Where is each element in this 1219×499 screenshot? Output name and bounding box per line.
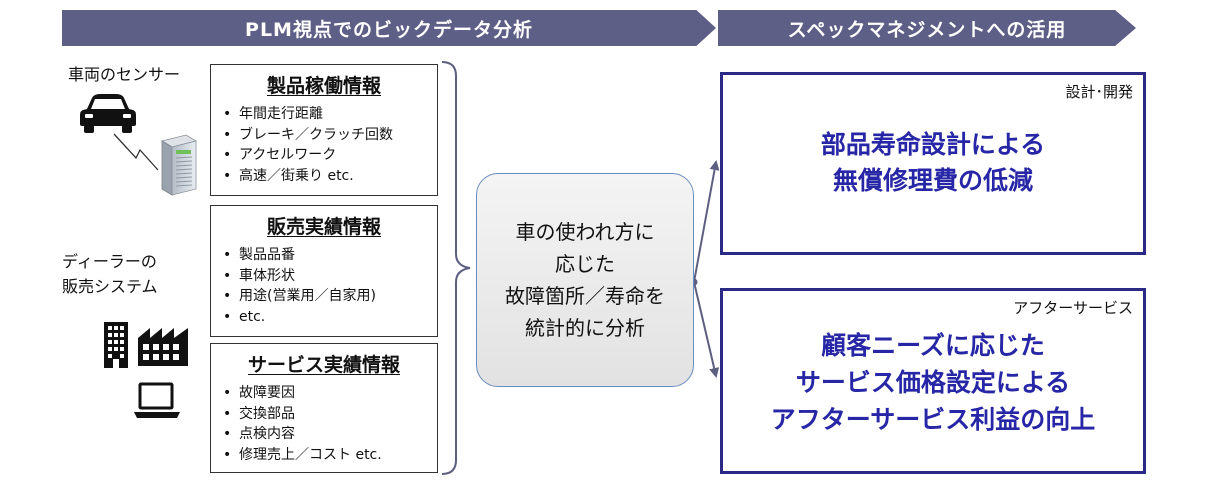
banner-spec-management: スペックマネジメントへの活用: [718, 10, 1136, 46]
info-box-service-record-list: 故障要因 交換部品 点検内容 修理売上／コスト etc.: [211, 383, 437, 465]
list-item: etc.: [223, 307, 437, 328]
info-box-service-record-title: サービス実績情報: [247, 354, 400, 376]
factory-icon: [138, 328, 188, 366]
result-box-aftersales-text: 顧客ニーズに応じた サービス価格設定による アフターサービス利益の向上: [723, 327, 1143, 438]
info-box-sales-record: 販売実績情報 製品品番 車体形状 用途(営業用／自家用) etc.: [210, 205, 438, 337]
list-item: 車体形状: [223, 266, 437, 287]
list-item: 故障要因: [223, 383, 437, 404]
banner-plm-analysis-label: PLM視点でのビックデータ分析: [245, 18, 533, 41]
info-box-sales-record-list: 製品品番 車体形状 用途(営業用／自家用) etc.: [211, 245, 437, 327]
info-box-product-operation-list: 年間走行距離 ブレーキ／クラッチ回数 アクセルワーク 高速／街乗り etc.: [211, 104, 437, 186]
result-line: サービス価格設定による: [795, 368, 1071, 397]
banner-spec-management-label: スペックマネジメントへの活用: [787, 18, 1067, 41]
info-box-service-record: サービス実績情報 故障要因 交換部品 点検内容 修理売上／コスト etc.: [210, 343, 438, 473]
result-box-aftersales-tag: アフターサービス: [1013, 299, 1133, 317]
list-item: アクセルワーク: [223, 145, 437, 166]
right-brace: [441, 61, 471, 475]
analysis-center-text: 車の使われ方に 応じた 故障箇所／寿命を 統計的に分析: [505, 216, 665, 344]
result-box-design-text: 部品寿命設計による 無償修理費の低減: [723, 127, 1143, 199]
dealer-system-label: ディーラーの 販売システム: [62, 249, 158, 299]
analysis-line: 車の使われ方に: [515, 220, 655, 244]
list-item: 修理売上／コスト etc.: [223, 445, 437, 466]
result-box-aftersales: アフターサービス 顧客ニーズに応じた サービス価格設定による アフターサービス利…: [720, 288, 1152, 480]
result-line: 無償修理費の低減: [832, 166, 1033, 195]
car-icon: [80, 94, 136, 133]
analysis-center-box: 車の使われ方に 応じた 故障箇所／寿命を 統計的に分析: [476, 173, 694, 387]
dealer-system-label-line2: 販売システム: [62, 277, 158, 296]
analysis-line: 故障箇所／寿命を: [505, 284, 665, 308]
arrow-to-aftersales: [693, 281, 720, 378]
result-box-design: 設計･開発 部品寿命設計による 無償修理費の低減: [720, 72, 1152, 261]
result-line: 部品寿命設計による: [820, 130, 1046, 159]
info-box-product-operation: 製品稼働情報 年間走行距離 ブレーキ／クラッチ回数 アクセルワーク 高速／街乗り…: [210, 64, 438, 196]
building-icon: [104, 322, 128, 368]
result-line: アフターサービス利益の向上: [770, 405, 1096, 434]
list-item: 点検内容: [223, 424, 437, 445]
info-box-product-operation-title: 製品稼働情報: [266, 75, 381, 97]
dealer-system-label-line1: ディーラーの: [62, 252, 157, 271]
analysis-line: 統計的に分析: [525, 316, 645, 340]
laptop-icon: [134, 382, 180, 418]
car-sensor-label: 車両のセンサー: [68, 65, 181, 84]
signal-line-icon: [113, 133, 159, 171]
list-item: 製品品番: [223, 245, 437, 266]
analysis-line: 応じた: [555, 252, 615, 276]
list-item: 高速／街乗り etc.: [223, 166, 437, 187]
list-item: 年間走行距離: [223, 104, 437, 125]
banner-plm-analysis: PLM視点でのビックデータ分析: [62, 10, 716, 46]
list-item: ブレーキ／クラッチ回数: [223, 125, 437, 146]
server-icon: [160, 134, 198, 196]
result-line: 顧客ニーズに応じた: [821, 331, 1045, 360]
list-item: 交換部品: [223, 404, 437, 425]
arrow-to-design: [693, 160, 720, 283]
info-box-sales-record-title: 販売実績情報: [266, 216, 381, 238]
list-item: 用途(営業用／自家用): [223, 286, 437, 307]
result-box-design-tag: 設計･開発: [1065, 83, 1133, 101]
